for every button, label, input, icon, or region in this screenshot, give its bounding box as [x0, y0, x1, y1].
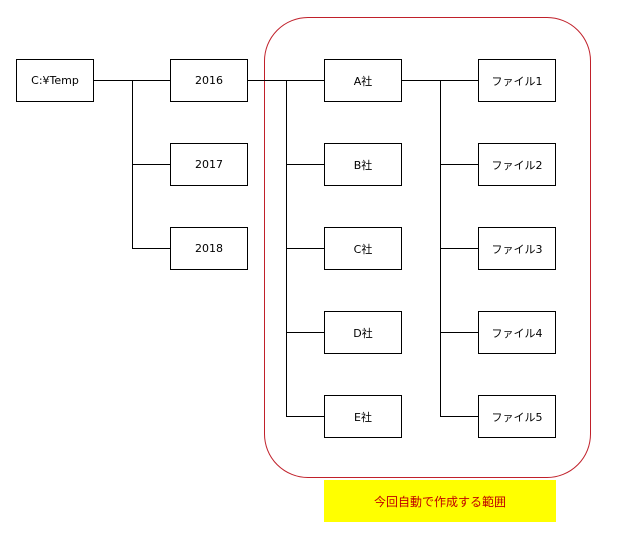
connector [94, 80, 132, 81]
file-node-5: ファイル5 [478, 395, 556, 438]
connector [286, 416, 324, 417]
year-node-2017: 2017 [170, 143, 248, 186]
company-node-e: E社 [324, 395, 402, 438]
company-node-a: A社 [324, 59, 402, 102]
connector [440, 248, 478, 249]
connector [440, 164, 478, 165]
connector [286, 80, 324, 81]
connector [286, 332, 324, 333]
connector [286, 248, 324, 249]
connector [440, 332, 478, 333]
connector [402, 80, 440, 81]
connector [440, 80, 478, 81]
file-node-4: ファイル4 [478, 311, 556, 354]
company-node-b: B社 [324, 143, 402, 186]
connector [132, 248, 170, 249]
file-node-3: ファイル3 [478, 227, 556, 270]
connector [132, 164, 170, 165]
year-node-2016: 2016 [170, 59, 248, 102]
year-node-2018: 2018 [170, 227, 248, 270]
company-node-c: C社 [324, 227, 402, 270]
connector [248, 80, 286, 81]
scope-note-label: 今回自動で作成する範囲 [324, 480, 556, 522]
connector [440, 416, 478, 417]
connector [132, 80, 170, 81]
file-node-1: ファイル1 [478, 59, 556, 102]
root-folder-node: C:¥Temp [16, 59, 94, 102]
file-node-2: ファイル2 [478, 143, 556, 186]
connector [286, 164, 324, 165]
company-node-d: D社 [324, 311, 402, 354]
auto-create-scope-outline [264, 17, 591, 478]
